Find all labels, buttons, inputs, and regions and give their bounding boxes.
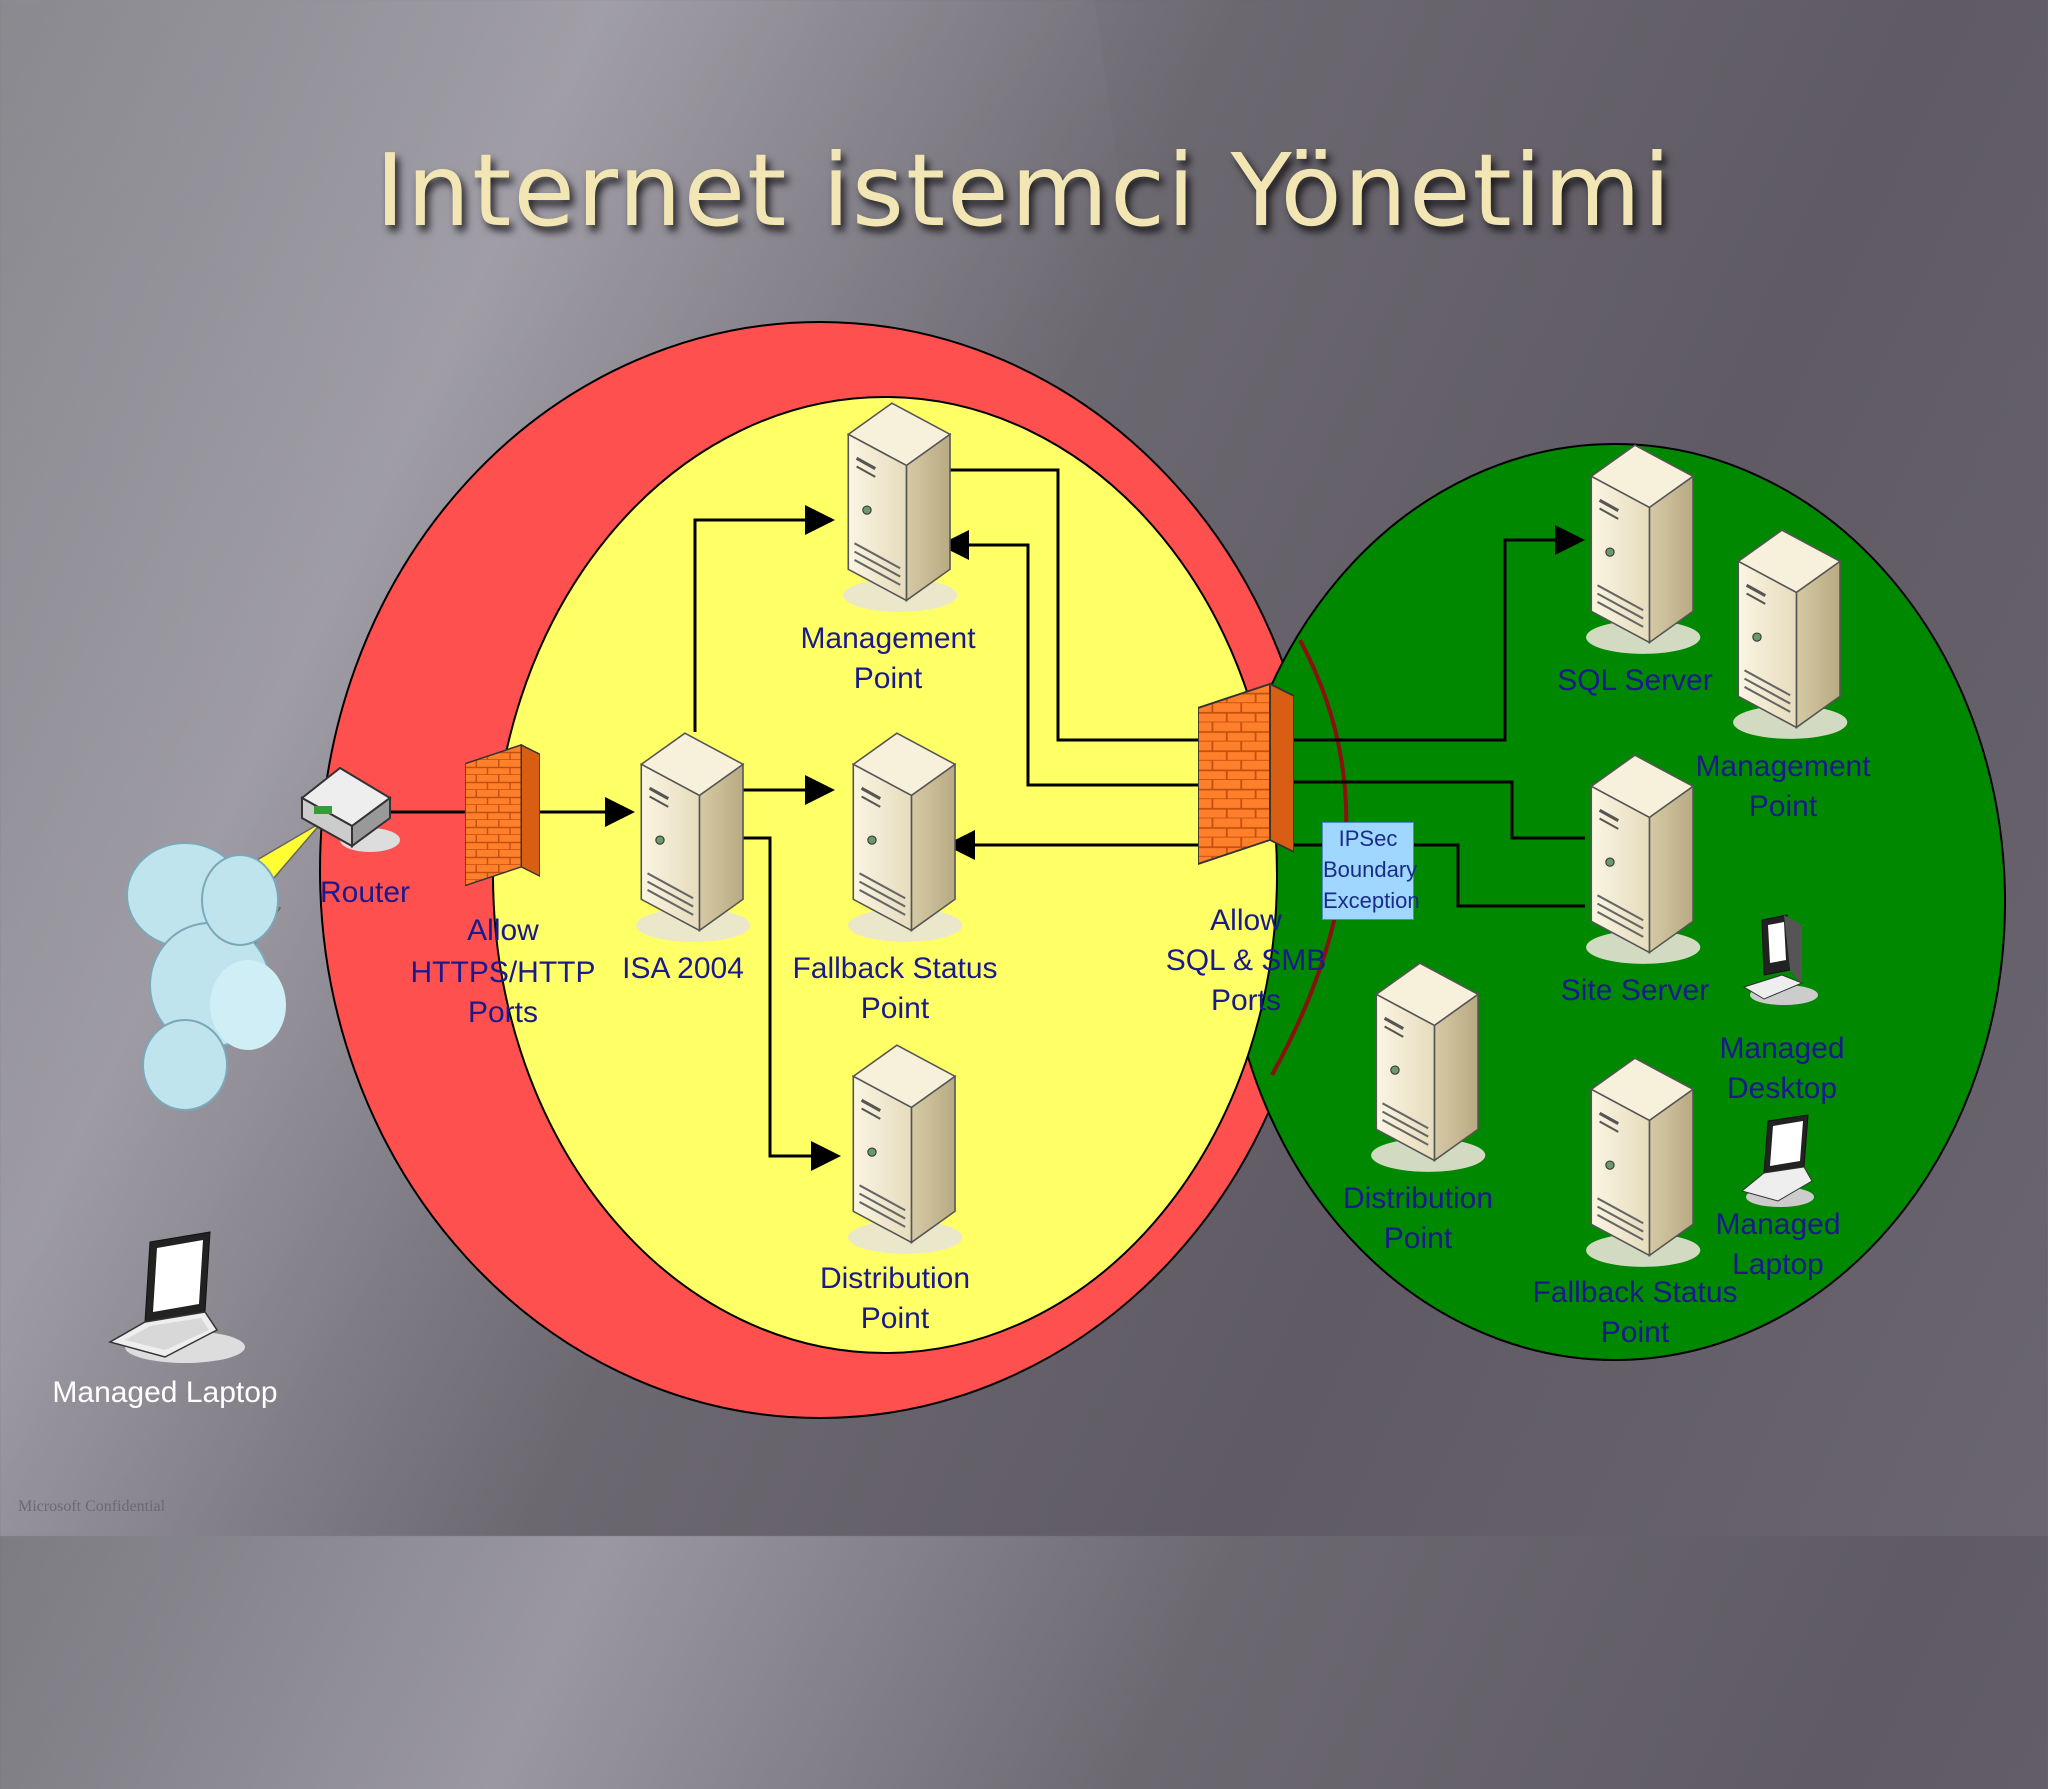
internal-mp-label-1: Management: [1695, 750, 1871, 783]
internal-fsp-label-2: Point: [1601, 1316, 1670, 1349]
isa-label: ISA 2004: [622, 952, 744, 985]
router-label: Router: [320, 876, 410, 909]
confidential-footer: Microsoft Confidential: [18, 1498, 166, 1515]
dmz-fsp-label-2: Point: [861, 992, 930, 1025]
managed-desktop-icon: [1742, 914, 1818, 1005]
firewall-sql-label-1: Allow: [1210, 904, 1282, 937]
internet-cloud-icon: [126, 842, 286, 1111]
firewall-sql-smb-icon: [1198, 683, 1294, 865]
site-server-label: Site Server: [1561, 974, 1709, 1007]
ipsec-label-2: Boundary: [1323, 857, 1418, 882]
network-diagram: Managed Laptop Router Allow HTTPS/HTTP P…: [52, 321, 2006, 1419]
internal-laptop-icon: [1740, 1114, 1814, 1207]
sql-server-label: SQL Server: [1557, 664, 1713, 697]
internal-laptop-label-2: Laptop: [1732, 1248, 1824, 1281]
slide-title: Internet istemci Yönetimi: [375, 132, 1673, 249]
managed-laptop-label: Managed Laptop: [52, 1376, 277, 1409]
internal-laptop-label-1: Managed: [1715, 1208, 1840, 1241]
dmz-mp-label-2: Point: [854, 662, 923, 695]
internal-dp-label-2: Point: [1384, 1222, 1453, 1255]
firewall-https-label-1: Allow: [467, 914, 539, 947]
dmz-fsp-label-1: Fallback Status: [792, 952, 997, 985]
dmz-dp-label-1: Distribution: [820, 1262, 970, 1295]
internal-mp-label-2: Point: [1749, 790, 1818, 823]
ipsec-label-3: Exception: [1323, 888, 1420, 913]
firewall-https-label-3: Ports: [468, 996, 538, 1029]
firewall-https-icon: [465, 744, 540, 887]
firewall-https-label-2: HTTPS/HTTP: [411, 956, 596, 989]
managed-desktop-label-1: Managed: [1719, 1032, 1844, 1065]
managed-desktop-label-2: Desktop: [1727, 1072, 1837, 1105]
dmz-mp-label-1: Management: [800, 622, 976, 655]
external-laptop-icon: [108, 1231, 245, 1363]
internal-dp-label-1: Distribution: [1343, 1182, 1493, 1215]
internal-fsp-label-1: Fallback Status: [1532, 1276, 1737, 1309]
dmz-dp-label-2: Point: [861, 1302, 930, 1335]
firewall-sql-label-3: Ports: [1211, 984, 1281, 1017]
router-icon: [300, 766, 400, 852]
ipsec-label-1: IPSec: [1338, 826, 1398, 851]
ipsec-boundary-exception-box: IPSec Boundary Exception: [1322, 822, 1420, 920]
firewall-sql-label-2: SQL & SMB: [1166, 944, 1327, 977]
